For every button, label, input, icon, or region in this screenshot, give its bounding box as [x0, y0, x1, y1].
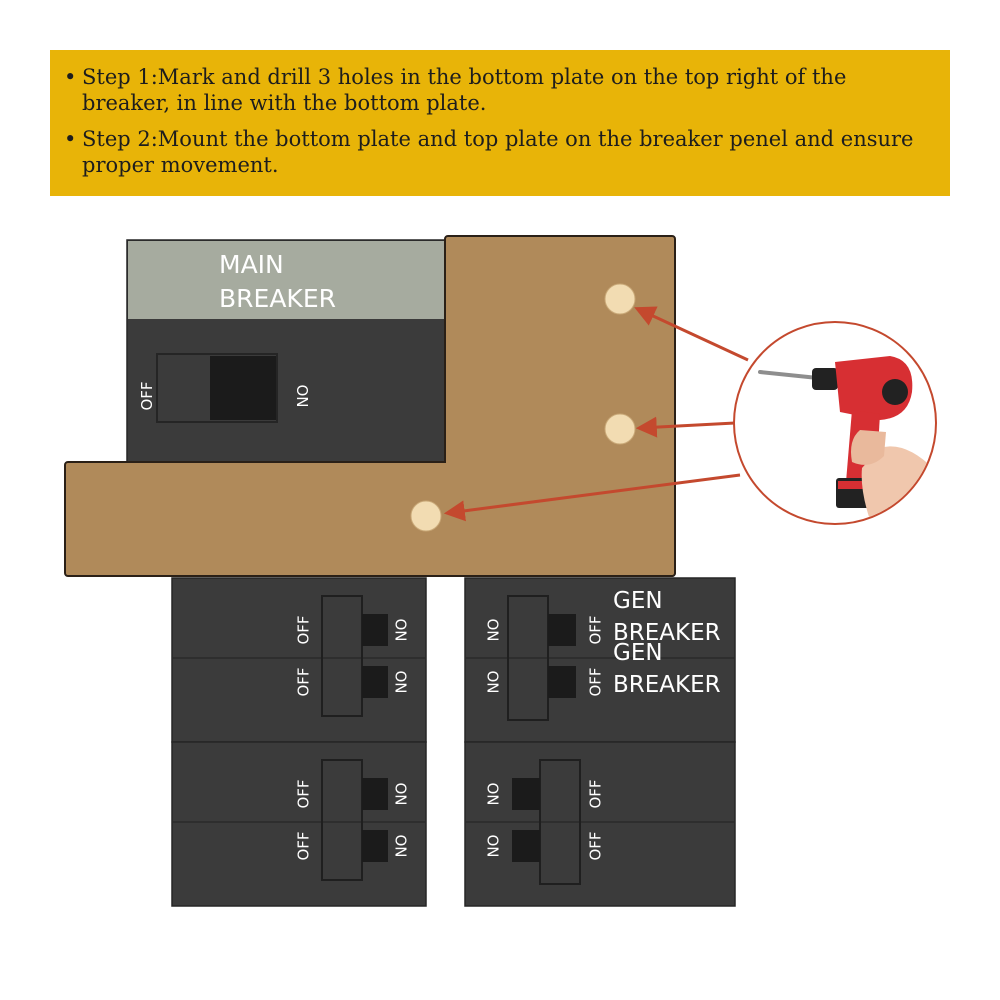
on-label: ON	[392, 670, 410, 693]
switch-frame	[507, 595, 549, 721]
switch-toggle[interactable]	[512, 778, 540, 810]
switch-toggle[interactable]	[362, 778, 388, 810]
gen-breaker-label-line1: GEN	[613, 588, 663, 614]
gen-breaker-label-line2: BREAKER	[613, 672, 721, 698]
drill-hole-2	[604, 413, 636, 445]
bullet: •	[64, 127, 77, 151]
switch-toggle[interactable]	[512, 830, 540, 862]
main-breaker-toggle[interactable]	[210, 356, 276, 420]
off-label: OFF	[587, 779, 605, 808]
bottom-plate	[64, 461, 676, 577]
breaker-body	[171, 577, 427, 743]
switch-toggle[interactable]	[362, 614, 388, 646]
switch-toggle[interactable]	[362, 830, 388, 862]
switch-frame	[321, 759, 363, 881]
steps-list: •Step 1:Mark and drill 3 holes in the bo…	[64, 64, 930, 178]
breaker-body	[464, 577, 736, 743]
on-label: ON	[392, 618, 410, 641]
branch-breaker-right-2: ON OFF ON OFF	[464, 741, 736, 907]
off-label: OFF	[587, 831, 605, 860]
main-breaker-switch-frame	[156, 353, 278, 423]
on-label: ON	[484, 834, 502, 857]
off-label: OFF	[587, 667, 605, 696]
drill-hole-1	[604, 283, 636, 315]
off-label: OFF	[587, 615, 605, 644]
cordless-drill-icon	[758, 356, 935, 520]
off-label: OFF	[295, 615, 313, 644]
breaker-body	[464, 741, 736, 907]
drill-callout	[733, 321, 937, 525]
on-label: ON	[484, 670, 502, 693]
on-label: ON	[392, 782, 410, 805]
gen-breaker-label-line1: GEN	[613, 640, 663, 666]
branch-breaker-left-2: OFF ON OFF ON	[171, 741, 427, 907]
drill-hole-3	[410, 500, 442, 532]
arrow-icon	[443, 473, 741, 522]
step-1-text: Step 1:Mark and drill 3 holes in the bot…	[82, 65, 847, 115]
main-breaker-label-band	[128, 241, 444, 319]
main-breaker-on-label: ON	[293, 384, 311, 407]
off-label: OFF	[295, 779, 313, 808]
main-breaker-label-line2: BREAKER	[219, 284, 336, 313]
arrow-icon	[635, 416, 736, 438]
breaker-body	[171, 741, 427, 907]
branch-breaker-left-1: OFF ON OFF ON	[171, 577, 427, 743]
main-breaker-off-label: OFF	[138, 381, 156, 410]
off-label: OFF	[295, 831, 313, 860]
gen-breaker-label-line2: BREAKER	[613, 620, 721, 646]
plate-joint	[446, 455, 674, 469]
step-2: •Step 2:Mount the bottom plate and top p…	[64, 126, 930, 178]
main-breaker-label-line1: MAIN	[219, 250, 284, 279]
step-1: •Step 1:Mark and drill 3 holes in the bo…	[64, 64, 930, 116]
switch-frame	[539, 759, 581, 885]
instructions-banner: •Step 1:Mark and drill 3 holes in the bo…	[50, 50, 950, 196]
arrow-icon	[634, 306, 749, 362]
switch-toggle[interactable]	[548, 666, 576, 698]
main-breaker: MAIN BREAKER OFF ON	[126, 239, 446, 463]
on-label: ON	[484, 782, 502, 805]
switch-toggle[interactable]	[362, 666, 388, 698]
on-label: ON	[484, 618, 502, 641]
switch-frame	[321, 595, 363, 717]
on-label: ON	[392, 834, 410, 857]
off-label: OFF	[295, 667, 313, 696]
switch-toggle[interactable]	[548, 614, 576, 646]
step-2-text: Step 2:Mount the bottom plate and top pl…	[82, 127, 914, 177]
bullet: •	[64, 65, 77, 89]
